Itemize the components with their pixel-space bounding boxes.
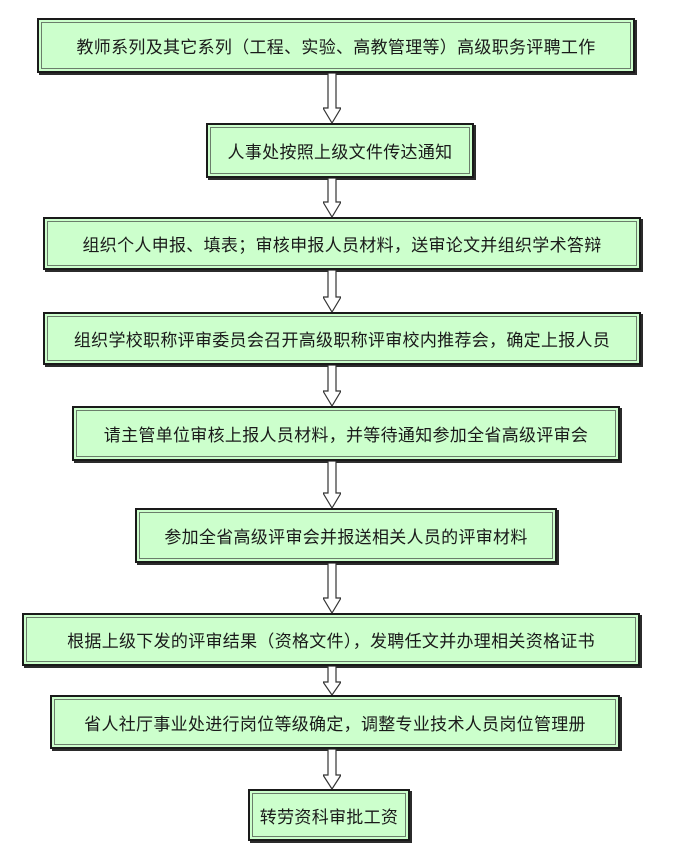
step-6-label: 参加全省高级评审会并报送相关人员的评审材料	[164, 528, 528, 548]
arrow-down-icon	[323, 749, 341, 789]
step-6-box: 参加全省高级评审会并报送相关人员的评审材料	[135, 508, 557, 563]
step-1-box: 教师系列及其它系列（工程、实验、高教管理等）高级职务评聘工作	[37, 18, 635, 73]
step-8-box: 省人社厅事业处进行岗位等级确定，调整专业技术人员岗位管理册	[50, 695, 620, 749]
step-4-box: 组织学校职称评审委员会召开高级职称评审校内推荐会，确定上报人员	[43, 312, 641, 365]
arrow-down-icon	[323, 365, 341, 406]
arrow-down-icon	[323, 73, 341, 123]
step-4-label: 组织学校职称评审委员会召开高级职称评审校内推荐会，确定上报人员	[73, 331, 611, 351]
step-7-box: 根据上级下发的评审结果（资格文件），发聘任文并办理相关资格证书	[22, 613, 640, 666]
arrow-down-icon	[323, 461, 341, 508]
step-5-label: 请主管单位审核上报人员材料，并等待通知参加全省高级评审会	[103, 426, 589, 446]
step-5-box: 请主管单位审核上报人员材料，并等待通知参加全省高级评审会	[72, 406, 620, 461]
arrow-down-icon	[323, 178, 341, 217]
step-7-label: 根据上级下发的评审结果（资格文件），发聘任文并办理相关资格证书	[67, 632, 595, 652]
arrow-down-icon	[323, 270, 341, 312]
step-9-box: 转劳资科审批工资	[248, 789, 410, 841]
step-3-label: 组织个人申报、填表；审核申报人员材料，送审论文并组织学术答辩	[82, 236, 602, 256]
step-2-box: 人事处按照上级文件传达通知	[206, 123, 474, 178]
step-8-label: 省人社厅事业处进行岗位等级确定，调整专业技术人员岗位管理册	[84, 714, 586, 735]
step-2-label: 人事处按照上级文件传达通知	[227, 143, 453, 163]
step-1-label: 教师系列及其它系列（工程、实验、高教管理等）高级职务评聘工作	[76, 38, 596, 58]
arrow-down-icon	[323, 666, 341, 695]
step-3-box: 组织个人申报、填表；审核申报人员材料，送审论文并组织学术答辩	[43, 217, 641, 270]
step-9-label: 转劳资科审批工资	[259, 807, 399, 828]
arrow-down-icon	[323, 563, 341, 613]
